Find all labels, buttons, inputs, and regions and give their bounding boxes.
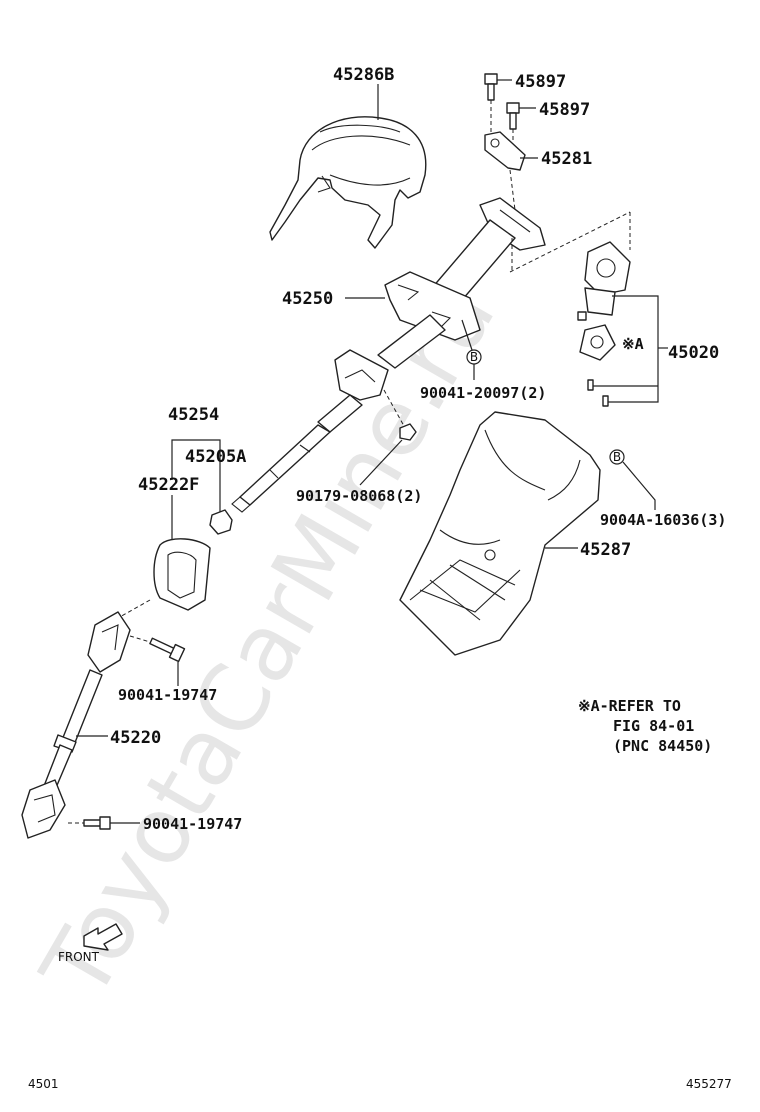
label-45897-a: 45897 [515,72,566,92]
footer-right-code: 455277 [686,1077,732,1091]
label-45250: 45250 [282,289,333,309]
mark-b-20097: B [470,350,478,364]
intermediate-shaft-45220 [21,611,131,839]
footer-left-code: 4501 [28,1077,59,1091]
label-45020: 45020 [668,343,719,363]
label-90041-20097: 90041-20097(2) [420,384,546,402]
front-label: FRONT [58,950,100,964]
label-90179-08068: 90179-08068(2) [296,487,422,505]
label-45205A: 45205A [185,447,246,467]
upper-column-cover [269,116,427,249]
steering-column-assy [231,197,546,513]
label-45254: 45254 [168,405,219,425]
clamp-45281 [484,131,526,171]
label-45897-b: 45897 [539,100,590,120]
label-9004A-16036: 9004A-16036(3) [600,511,726,529]
mark-b-16036: B [613,450,621,464]
label-45286B: 45286B [333,65,394,85]
ref-mark-a: ※A [622,335,644,353]
note-line-2: FIG 84-01 [613,717,694,735]
label-45287: 45287 [580,540,631,560]
bolt-90041-19747-upper [149,637,186,663]
boot-45222F [153,538,211,611]
label-45222F: 45222F [138,475,199,495]
bolt-45897-top [484,73,498,101]
nut-90179-08068 [399,423,417,441]
label-90041-19747-b: 90041-19747 [143,815,242,833]
bushing-45205A [209,509,233,535]
bolt-90041-19747-lower [83,816,111,830]
label-45220: 45220 [110,728,161,748]
note-line-1: ※A-REFER TO [578,697,681,715]
ignition-lock-45020 [577,241,631,407]
note-line-3: (PNC 84450) [613,737,712,755]
lower-column-cover [399,411,601,656]
label-90041-19747-a: 90041-19747 [118,686,217,704]
bolt-45897-lower [506,102,520,130]
label-45281: 45281 [541,149,592,169]
front-arrow-icon [83,923,123,951]
